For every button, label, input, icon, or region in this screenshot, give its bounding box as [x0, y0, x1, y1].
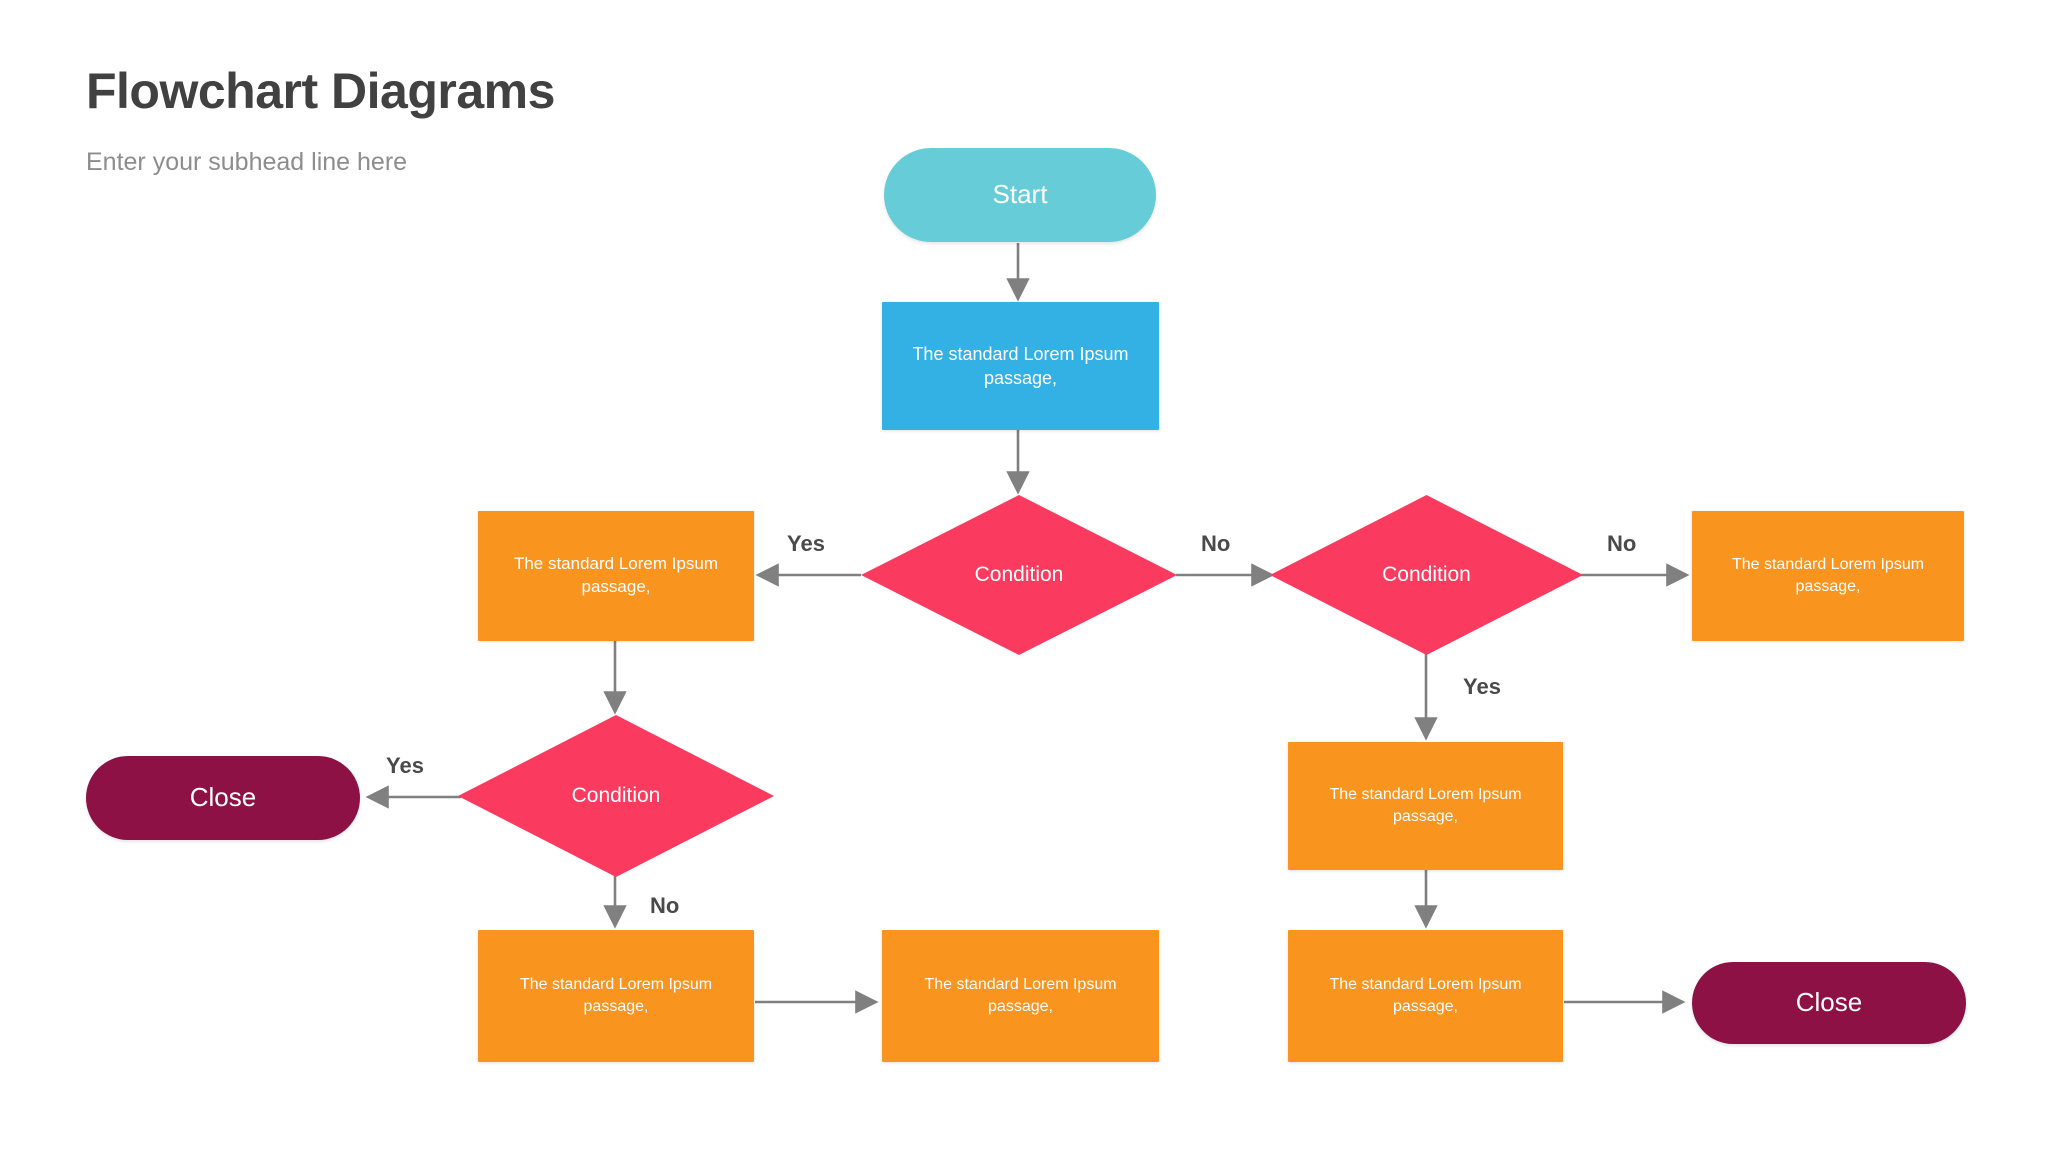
- node-start[interactable]: Start: [884, 148, 1156, 242]
- node-process-right-bottom[interactable]: The standard Lorem Ipsum passage,: [1288, 930, 1563, 1062]
- edge-label-lower-left-yes: Yes: [386, 753, 424, 778]
- node-process-far-right-label: The standard Lorem Ipsum passage,: [1731, 556, 1925, 595]
- edge-label-lower-left-no: No: [650, 893, 680, 918]
- node-process-top[interactable]: The standard Lorem Ipsum passage,: [882, 302, 1159, 430]
- edge-label-right-yes: Yes: [1463, 674, 1501, 699]
- edge-label-center-yes: Yes: [787, 531, 825, 556]
- edge-label-center-no: No: [1201, 531, 1231, 556]
- node-process-bottom-left[interactable]: The standard Lorem Ipsum passage,: [478, 930, 754, 1062]
- page-subhead: Enter your subhead line here: [86, 148, 408, 176]
- node-start-label: Start: [992, 179, 1048, 210]
- node-condition-center-label: Condition: [974, 562, 1064, 586]
- node-process-top-label: The standard Lorem Ipsum passage,: [912, 343, 1129, 388]
- node-process-right-mid-label: The standard Lorem Ipsum passage,: [1329, 786, 1522, 825]
- node-close-left-label: Close: [189, 782, 257, 813]
- node-condition-lower-left-label: Condition: [571, 783, 661, 807]
- page-title: Flowchart Diagrams: [86, 63, 555, 119]
- node-condition-center[interactable]: Condition: [861, 495, 1177, 655]
- node-process-bottom-left-label: The standard Lorem Ipsum passage,: [519, 976, 713, 1015]
- node-process-bottom-center-label: The standard Lorem Ipsum passage,: [924, 976, 1117, 1015]
- node-process-right-mid[interactable]: The standard Lorem Ipsum passage,: [1288, 742, 1563, 870]
- node-close-left[interactable]: Close: [86, 756, 360, 840]
- node-close-right[interactable]: Close: [1692, 962, 1966, 1044]
- node-condition-right[interactable]: Condition: [1270, 495, 1583, 655]
- node-process-left[interactable]: The standard Lorem Ipsum passage,: [478, 511, 754, 641]
- node-process-bottom-center[interactable]: The standard Lorem Ipsum passage,: [882, 930, 1159, 1062]
- edge-label-right-no: No: [1607, 531, 1637, 556]
- node-condition-right-label: Condition: [1382, 562, 1471, 586]
- node-condition-lower-left[interactable]: Condition: [458, 715, 774, 877]
- node-process-right-bottom-label: The standard Lorem Ipsum passage,: [1329, 976, 1522, 1015]
- node-process-left-label: The standard Lorem Ipsum passage,: [513, 554, 719, 596]
- node-process-far-right[interactable]: The standard Lorem Ipsum passage,: [1692, 511, 1964, 641]
- node-close-right-label: Close: [1795, 987, 1863, 1018]
